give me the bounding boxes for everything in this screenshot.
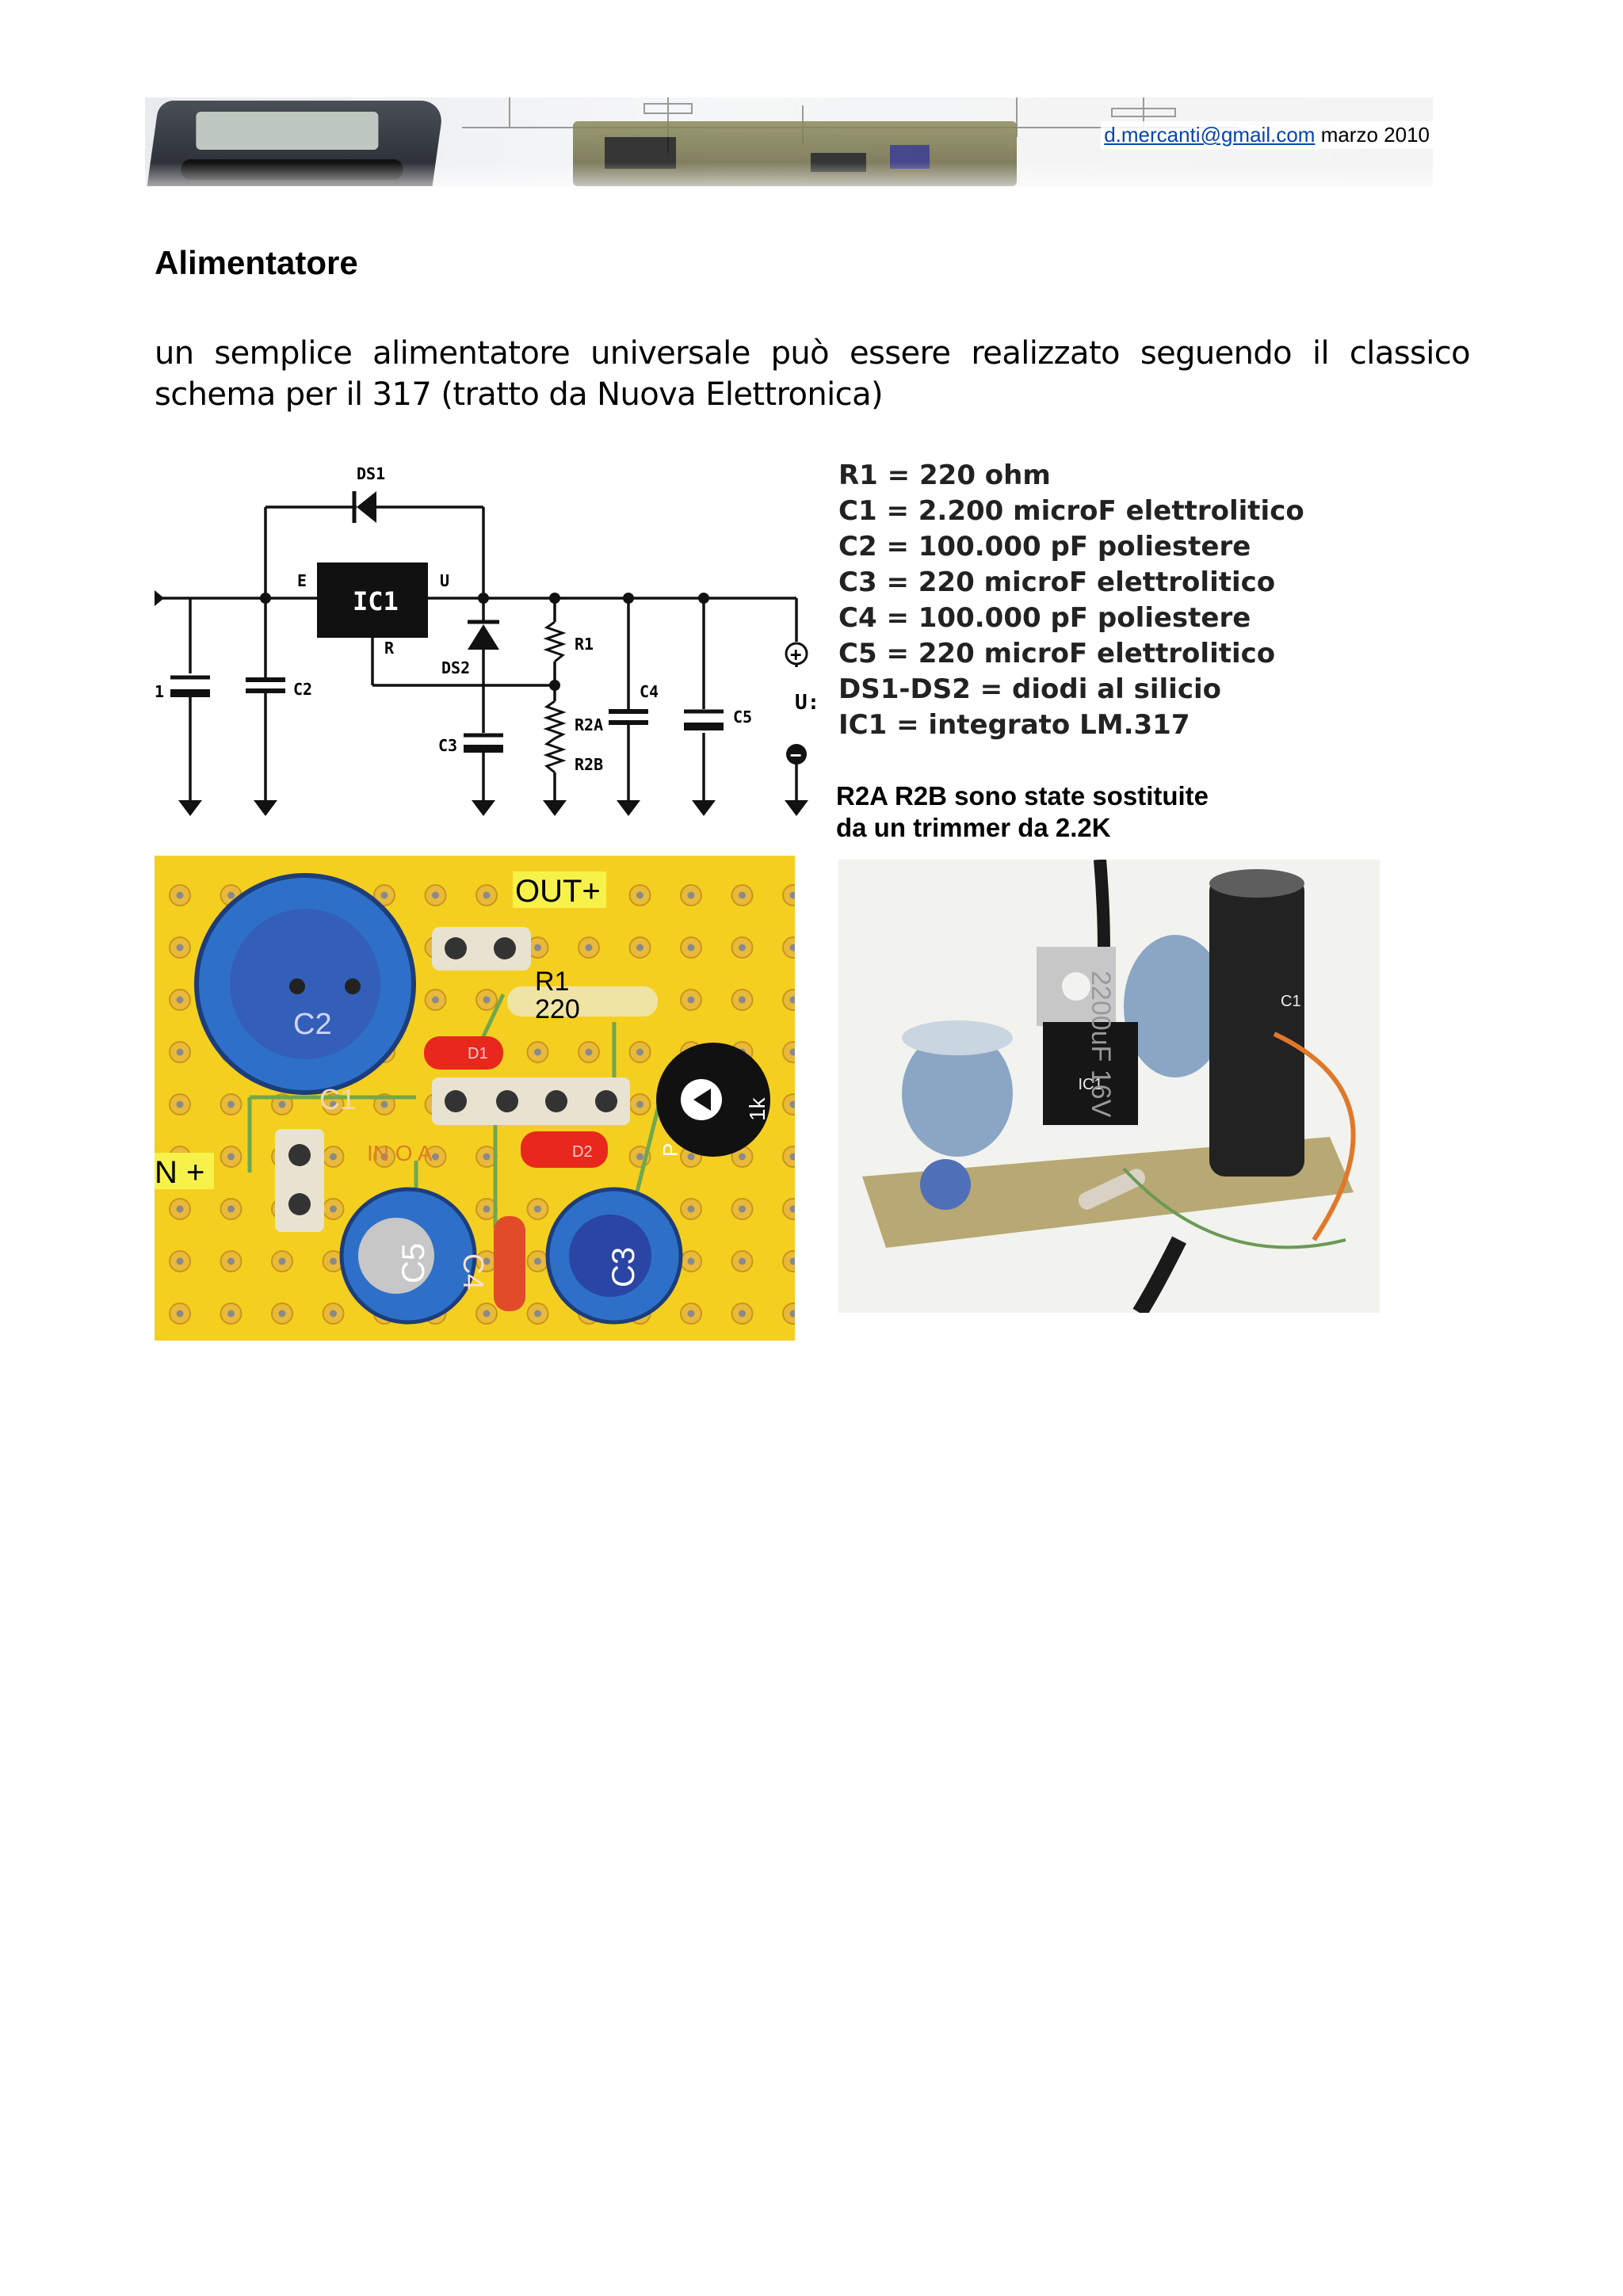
parts-list-item: C4 = 100.000 pF poliestere — [838, 602, 1251, 634]
parts-list-item: IC1 = integrato LM.317 — [838, 709, 1190, 741]
stripboard-drawing: C2 C1 OUT+ R1 220 D1 D2 IN O A N + — [155, 856, 795, 1341]
layout-r1-value: 220 — [535, 994, 580, 1024]
parts-list: R1 = 220 ohm C1 = 2.200 microF elettroli… — [838, 458, 1304, 743]
parts-list-item: C3 = 220 microF elettrolitico — [838, 566, 1276, 598]
ds2-symbol — [468, 620, 499, 650]
parts-list-item: R1 = 220 ohm — [838, 460, 1051, 491]
layout-c3-label: C3 — [606, 1247, 641, 1287]
c1-symbol — [170, 675, 210, 697]
email-link[interactable]: d.mercanti@gmail.com — [1104, 123, 1316, 147]
layout-d1-label: D1 — [468, 1045, 488, 1062]
ic1-symbol — [317, 563, 428, 638]
output-label: U: — [795, 691, 819, 715]
ds1-label: DS1 — [357, 464, 385, 483]
layout-c2: C2 — [194, 873, 416, 1095]
output-minus-terminal — [786, 744, 807, 765]
c4-label: C4 — [640, 682, 659, 701]
circuit-photo: IC1 C1 2200uF 16V — [838, 860, 1380, 1313]
r1-label: R1 — [575, 635, 594, 654]
c2-symbol — [246, 677, 285, 693]
c2-label: C2 — [293, 680, 312, 699]
page-title: Alimentatore — [155, 244, 358, 281]
layout-d1 — [424, 1036, 503, 1070]
banner-fade — [145, 162, 1433, 186]
trimmer-note: R2A R2B sono state sostituite da un trim… — [836, 780, 1209, 844]
layout-c4-label: C4 — [457, 1253, 490, 1290]
photo-resistor — [1078, 1169, 1146, 1210]
layout-c5: C5 — [339, 1187, 477, 1325]
parts-list-item: C5 = 220 microF elettrolitico — [838, 638, 1276, 669]
c1-label: 1 — [155, 682, 164, 701]
output-plus-terminal — [785, 642, 808, 666]
layout-r1-label: R1 — [535, 967, 569, 997]
intro-paragraph: un semplice alimentatore universale può … — [155, 335, 1471, 413]
r2b-symbol — [543, 737, 567, 774]
layout-c4: C4 — [457, 1216, 525, 1311]
photo-c1-marking: 2200uF 16V — [1086, 971, 1116, 1118]
layout-in-label: N + — [155, 1155, 204, 1190]
ds1-symbol — [352, 491, 376, 523]
layout-in-o-a-label: IN O A — [367, 1141, 433, 1165]
c5-symbol — [684, 709, 724, 730]
layout-c1-label: C1 — [319, 1083, 356, 1116]
photo-capacitor-middle — [1124, 935, 1227, 1077]
c3-label: C3 — [438, 736, 457, 755]
trimmer-note-line1: R2A R2B sono state sostituite — [836, 781, 1209, 810]
photo-ic1 — [1043, 1022, 1138, 1125]
parts-list-item: C2 = 100.000 pF poliestere — [838, 531, 1251, 563]
phone-screen — [196, 112, 379, 150]
layout-r1 — [507, 986, 658, 1016]
layout-d2 — [521, 1131, 608, 1168]
photo-capacitor-left — [902, 1030, 1013, 1157]
photo-c1-label: C1 — [1281, 993, 1301, 1010]
layout-c3: C3 — [545, 1187, 683, 1325]
layout-trimmer: P 1k — [656, 1043, 770, 1157]
stripboard-layout: C2 C1 OUT+ R1 220 D1 D2 IN O A N + — [155, 856, 795, 1341]
layout-ic1 — [432, 1077, 630, 1125]
ground-symbols — [178, 800, 808, 816]
layout-c5-label: C5 — [396, 1243, 431, 1283]
ds2-label: DS2 — [441, 658, 470, 677]
layout-trimmer-value: 1k — [745, 1097, 769, 1121]
ic1-pin-r: R — [384, 639, 395, 658]
layout-out-label: OUT+ — [515, 874, 601, 909]
header-meta: d.mercanti@gmail.com marzo 2010 — [1101, 121, 1433, 149]
photo-drawing: IC1 C1 2200uF 16V — [862, 860, 1356, 1313]
output-minus-symbol: − — [790, 744, 801, 766]
layout-d2-label: D2 — [572, 1143, 593, 1161]
layout-in-label-bg — [155, 1153, 214, 1189]
photo-c1 — [1209, 875, 1304, 1177]
r2b-label: R2B — [575, 755, 603, 774]
trimmer-note-line2: da un trimmer da 2.2K — [836, 813, 1111, 842]
c3-symbol — [464, 733, 503, 753]
photo-ic1-label: IC1 — [1078, 1076, 1102, 1093]
layout-input-connector — [275, 1129, 324, 1232]
ic1-pin-u: U — [440, 571, 449, 590]
parts-list-item: DS1-DS2 = diodi al silicio — [838, 673, 1221, 705]
photo-trimmer — [920, 1159, 971, 1210]
header-date: marzo 2010 — [1320, 123, 1430, 147]
c4-symbol — [609, 709, 648, 725]
r1-symbol — [543, 620, 567, 663]
r2a-symbol — [543, 700, 567, 740]
r2a-label: R2A — [575, 715, 603, 734]
circuit-schematic: IC1 E U R DS1 DS2 1 C2 C3 R1 R2A R2B C4 — [155, 464, 819, 816]
layout-trimmer-p: P — [659, 1143, 682, 1157]
output-plus-symbol: + — [790, 643, 801, 666]
layout-out-label-bg — [513, 871, 606, 908]
ic1-pin-e: E — [297, 571, 307, 590]
c5-label: C5 — [733, 707, 752, 727]
ic1-label: IC1 — [353, 586, 399, 616]
header-banner: d.mercanti@gmail.com marzo 2010 — [145, 97, 1433, 186]
layout-c2-label: C2 — [293, 1008, 332, 1041]
parts-list-item: C1 = 2.200 microF elettrolitico — [838, 495, 1304, 527]
